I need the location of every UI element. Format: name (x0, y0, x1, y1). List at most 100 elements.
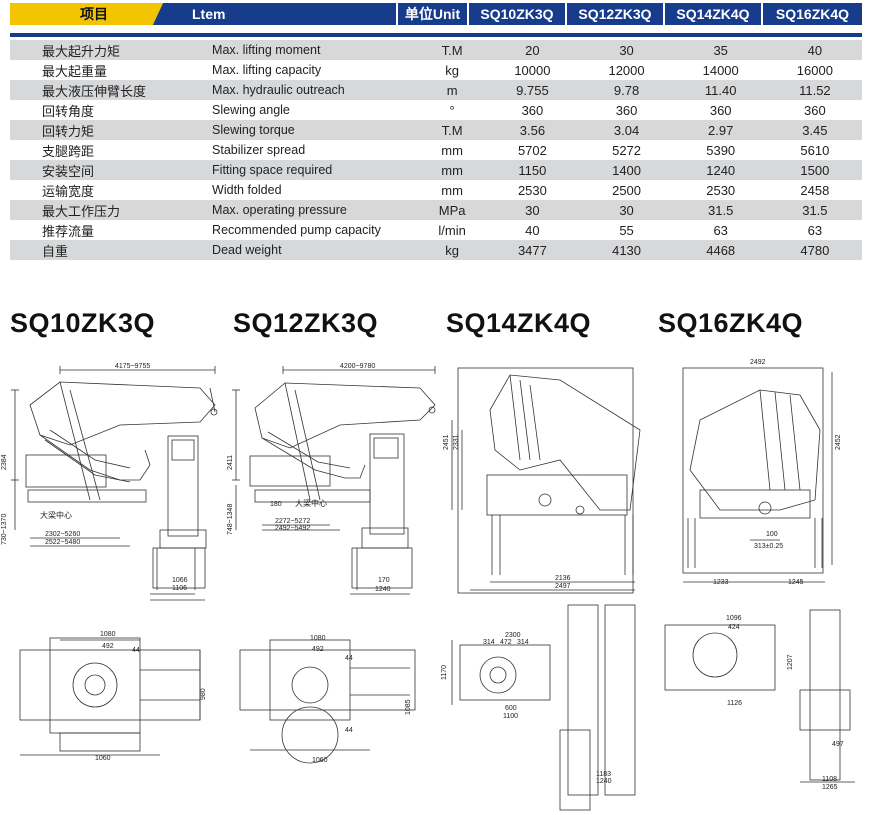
row-en: Dead weight (205, 240, 419, 260)
row-en: Stabilizer spread (205, 140, 419, 160)
row-value: 3.04 (579, 120, 674, 140)
row-value: 2458 (767, 180, 862, 200)
row-value: 3.56 (485, 120, 580, 140)
table-header: 项目 Ltem 单位Unit SQ10ZK3Q SQ12ZK3Q SQ14ZK4… (10, 3, 862, 25)
row-value: 20 (485, 40, 580, 60)
row-value: 360 (579, 100, 674, 120)
row-unit: l/min (418, 220, 486, 240)
row-value: 11.40 (673, 80, 768, 100)
row-value: 5702 (485, 140, 580, 160)
row-value: 2530 (485, 180, 580, 200)
row-value: 30 (579, 200, 674, 220)
dim-label: 2492~5492 (275, 525, 310, 532)
row-value: 9.78 (579, 80, 674, 100)
crane-side-view-4 (682, 367, 833, 583)
row-value: 5390 (673, 140, 768, 160)
row-value: 360 (673, 100, 768, 120)
row-en: Max. hydraulic outreach (205, 80, 419, 100)
row-value: 35 (673, 40, 768, 60)
crane-rear-view-1 (150, 435, 207, 601)
dim-label: 1096 (726, 615, 742, 622)
row-cn: 回转角度 (10, 100, 206, 120)
dim-label: 2331 (453, 434, 460, 450)
row-value: 2530 (673, 180, 768, 200)
row-value: 1500 (767, 160, 862, 180)
header-model-1: SQ10ZK3Q (480, 6, 554, 22)
dim-label: 1100 (503, 713, 518, 720)
plan-view-2 (239, 639, 416, 764)
dim-label: 600 (505, 705, 517, 712)
dim-label: 2451 (443, 434, 450, 450)
row-value: 1240 (673, 160, 768, 180)
row-value: 1150 (485, 160, 580, 180)
row-value: 12000 (579, 60, 674, 80)
dim-label: 180 (270, 501, 282, 508)
dim-label: 1183 (596, 771, 611, 778)
dim-label: 730~1370 (1, 514, 8, 545)
dim-label: 2384 (1, 454, 8, 470)
dim-label: 1066 (172, 577, 188, 584)
row-value: 40 (767, 40, 862, 60)
row-cn: 推荐流量 (10, 220, 206, 240)
row-unit: ° (418, 100, 486, 120)
dim-label: 大梁中心 (295, 498, 327, 508)
row-unit: mm (418, 140, 486, 160)
dim-label: 314 (517, 639, 529, 646)
dim-label: 1080 (100, 631, 116, 638)
row-value: 3477 (485, 240, 580, 260)
model-title-1: SQ10ZK3Q (10, 308, 156, 338)
plan-view-1 (19, 637, 201, 756)
header-item: 项目 (10, 3, 178, 25)
row-unit: kg (418, 60, 486, 80)
header-underline (10, 33, 862, 37)
row-en: Max. lifting moment (205, 40, 419, 60)
dim-label: 2497 (555, 583, 571, 590)
header-divider (565, 3, 567, 25)
dim-label: 1207 (787, 654, 794, 670)
header-divider (663, 3, 665, 25)
dim-label: 2300 (505, 632, 521, 639)
header-unit: 单位Unit (404, 6, 461, 22)
header-model-4: SQ16ZK4Q (775, 6, 850, 22)
row-value: 63 (767, 220, 862, 240)
header-divider (761, 3, 763, 25)
plan-view-4 (664, 609, 855, 783)
dim-label: 100 (766, 531, 778, 538)
dim-label: 1233 (713, 579, 729, 586)
row-value: 31.5 (673, 200, 768, 220)
row-en: Max. operating pressure (205, 200, 419, 220)
header-item-en: Ltem (192, 6, 226, 22)
dim-label: 748~1348 (227, 504, 234, 535)
dim-label: 2452 (835, 434, 842, 450)
dimension-labels: 4175~9755 2384 730~1370 大梁中心 2302~5260 2… (1, 359, 844, 791)
row-value: 30 (485, 200, 580, 220)
row-value: 31.5 (767, 200, 862, 220)
header-divider (467, 3, 469, 25)
dim-label: 2302~5260 (45, 531, 80, 538)
dim-label: 44 (345, 727, 353, 734)
row-value: 30 (579, 40, 674, 60)
row-value: 5610 (767, 140, 862, 160)
row-unit: mm (418, 180, 486, 200)
row-value: 3.45 (767, 120, 862, 140)
dim-label: 472 (500, 639, 512, 646)
header-blue-band (170, 3, 862, 25)
dim-label: 4200~9780 (340, 363, 375, 370)
row-value: 2.97 (673, 120, 768, 140)
row-unit: MPa (418, 200, 486, 220)
dim-label: 1126 (727, 700, 742, 707)
dim-label: 4175~9755 (115, 363, 150, 370)
header-model-2: SQ12ZK3Q (578, 6, 652, 22)
dim-label: 1240 (375, 586, 391, 593)
dim-label: 2136 (555, 575, 571, 582)
row-value: 4468 (673, 240, 768, 260)
row-en: Recommended pump capacity (205, 220, 419, 240)
row-cn: 运输宽度 (10, 180, 206, 200)
dim-label: 492 (102, 643, 114, 650)
row-value: 63 (673, 220, 768, 240)
